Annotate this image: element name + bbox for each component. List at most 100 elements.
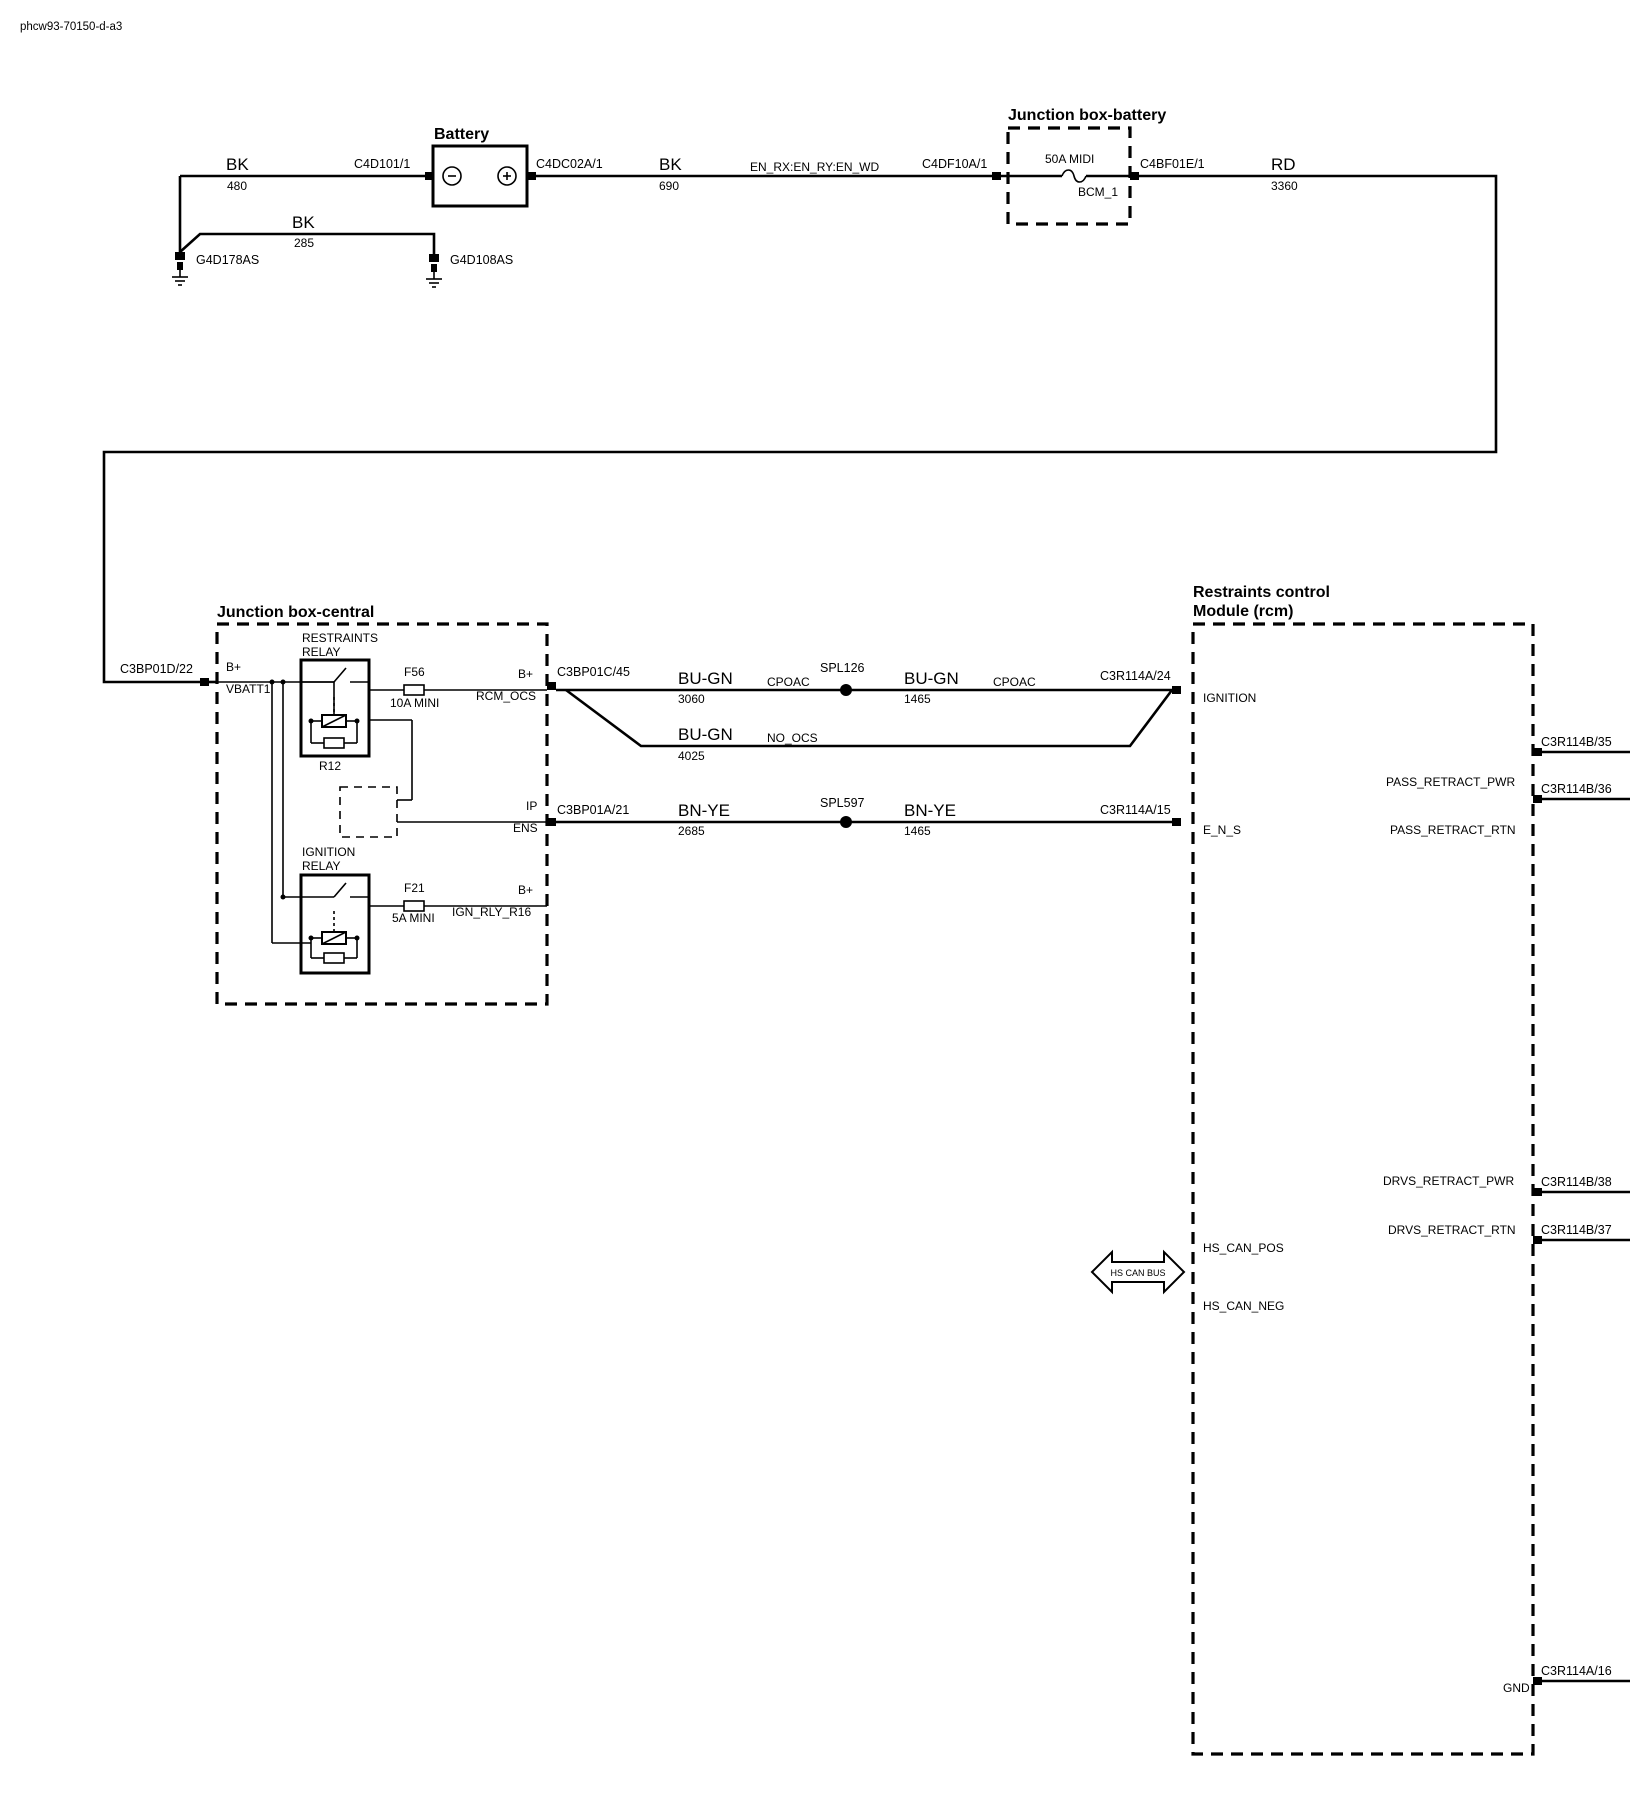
ground-symbol-icon	[426, 254, 442, 288]
wire-4025-note: NO_OCS	[767, 731, 818, 745]
relay-switch-contact-icon	[333, 667, 347, 683]
fuse-f56-rating: 10A MINI	[390, 696, 439, 710]
hs-can-bus-label: HS CAN BUS	[1110, 1268, 1165, 1278]
connector-c4dc02a: C4DC02A/1	[536, 157, 603, 171]
hs-can-bus-arrow-icon: HS CAN BUS	[1090, 1249, 1186, 1295]
wire-4025-number: 4025	[678, 749, 705, 763]
wire-690-color: BK	[659, 155, 682, 174]
connector-pin-icon	[992, 172, 1001, 180]
connector-pin-icon	[1172, 818, 1181, 826]
wire-3360-color: RD	[1271, 155, 1296, 174]
fuse-f21-icon	[403, 900, 425, 912]
fuse-bcm-1-label: BCM_1	[1078, 185, 1118, 199]
connector-pin-icon	[1533, 1188, 1542, 1196]
connector-c4df10a: C4DF10A/1	[922, 157, 987, 171]
connector-c3r114b-35: C3R114B/35	[1541, 735, 1612, 749]
connector-pin-icon	[1130, 172, 1139, 180]
pin-hs-can-neg: HS_CAN_NEG	[1203, 1299, 1284, 1313]
pin-ignition: IGNITION	[1203, 691, 1256, 705]
pin-pass-retract-pwr: PASS_RETRACT_PWR	[1386, 775, 1515, 789]
connector-c3r114a-24: C3R114A/24	[1100, 669, 1171, 683]
wire-2685-color: BN-YE	[678, 801, 730, 820]
restraints-relay-label-2: RELAY	[302, 645, 340, 659]
connector-pin-icon	[200, 678, 209, 686]
document-id: phcw93-70150-d-a3	[20, 21, 122, 33]
pin-pass-retract-rtn: PASS_RETRACT_RTN	[1390, 823, 1516, 837]
fuse-50a-midi-label: 50A MIDI	[1045, 152, 1094, 166]
pin-drvs-retract-pwr: DRVS_RETRACT_PWR	[1383, 1174, 1514, 1188]
connector-c3r114a-15: C3R114A/15	[1100, 803, 1171, 817]
connector-pin-icon	[1533, 795, 1542, 803]
junction-box-battery-title: Junction box-battery	[1008, 107, 1166, 124]
ignition-relay-label-2: RELAY	[302, 859, 340, 873]
connector-pin-icon	[1533, 1677, 1542, 1685]
splice-spl597-label: SPL597	[820, 796, 865, 810]
rcm-title-line2: Module (rcm)	[1193, 603, 1293, 620]
battery-ground-circuit: BK 480 BK 285 G4D178AS G4D108AS	[172, 155, 513, 288]
pin-hs-can-pos: HS_CAN_POS	[1203, 1241, 1284, 1255]
wire-3060-number: 3060	[678, 692, 705, 706]
restraints-control-module: Restraints control Module (rcm) IGNITION…	[1191, 584, 1630, 1756]
wire-285-number: 285	[294, 236, 314, 250]
connector-c3bp01a: C3BP01A/21	[557, 803, 629, 817]
connector-c4bf01e: C4BF01E/1	[1140, 157, 1205, 171]
pin-b-plus-ign: B+	[518, 883, 533, 897]
pin-b-plus-rcm: B+	[518, 667, 533, 681]
splice-spl126	[840, 684, 852, 696]
restraints-relay: RESTRAINTS RELAY R12	[299, 631, 378, 773]
relay-resistor-icon	[323, 952, 345, 964]
connector-c4d101: C4D101/1	[354, 157, 410, 171]
connector-pin-icon	[1533, 748, 1542, 756]
wire-cpoac-circuit: C3BP01C/45 SPL126 BU-GN 3060 CPOAC BU-GN…	[547, 661, 1181, 763]
fuse-50a-midi-icon	[1061, 169, 1087, 183]
wire-285-color: BK	[292, 213, 315, 232]
wire-3360: RD 3360	[102, 155, 1498, 684]
wire-4025-color: BU-GN	[678, 725, 733, 744]
wire-ens-circuit: C3BP01A/21 SPL597 BN-YE 2685 BN-YE 1465 …	[547, 796, 1181, 838]
pin-drvs-retract-rtn: DRVS_RETRACT_RTN	[1388, 1223, 1516, 1237]
wire-690-number: 690	[659, 179, 679, 193]
relay-switch-contact-icon	[333, 882, 347, 898]
relay-resistor-icon	[323, 737, 345, 749]
rcm-title-line1: Restraints control	[1193, 584, 1330, 601]
pin-rcm-ocs: RCM_OCS	[476, 689, 536, 703]
splice-spl126-label: SPL126	[820, 661, 865, 675]
connector-pin-icon	[425, 172, 434, 180]
wire-480-number: 480	[227, 179, 247, 193]
ignition-relay: IGNITION RELAY	[272, 845, 371, 975]
connector-c3bp01d: C3BP01D/22	[120, 662, 193, 676]
connector-pin-icon	[1533, 1236, 1542, 1244]
battery-title: Battery	[434, 126, 489, 143]
junction-box-battery: Junction box-battery 50A MIDI BCM_1	[992, 107, 1166, 226]
wire-3060-note: CPOAC	[767, 675, 810, 689]
pin-ens: ENS	[513, 821, 538, 835]
ignition-sense-block	[339, 786, 398, 838]
pin-b-plus-vbatt: B+	[226, 660, 241, 674]
wire-690: BK 690 EN_RX:EN_RY:EN_WD	[536, 155, 992, 193]
pin-gnd: GND	[1503, 1681, 1530, 1695]
wire-3060-color: BU-GN	[678, 669, 733, 688]
connector-c3r114b-36: C3R114B/36	[1541, 782, 1612, 796]
fuse-f56-icon	[403, 684, 425, 696]
splice-spl597	[840, 816, 852, 828]
wire-3360-number: 3360	[1271, 179, 1298, 193]
connector-pin-icon	[1172, 686, 1181, 694]
wire-1465a-color: BU-GN	[904, 669, 959, 688]
fuse-f21-label: F21	[404, 881, 425, 895]
junction-box-central: Junction box-central C3BP01D/22 B+ VBATT…	[120, 604, 549, 1006]
connector-pin-icon	[527, 172, 536, 180]
pin-ign-rly-r16: IGN_RLY_R16	[452, 905, 531, 919]
ground-symbol-icon	[172, 252, 188, 286]
fuse-f56-label: F56	[404, 665, 425, 679]
pin-vbatt1: VBATT1	[226, 682, 271, 696]
wire-690-note: EN_RX:EN_RY:EN_WD	[750, 160, 879, 174]
connector-c3r114b-37: C3R114B/37	[1541, 1223, 1612, 1237]
connector-c3r114a-16: C3R114A/16	[1541, 1664, 1612, 1678]
wire-480-color: BK	[226, 155, 249, 174]
connector-pin-icon	[547, 818, 556, 826]
wire-1465b-color: BN-YE	[904, 801, 956, 820]
wire-1465b-number: 1465	[904, 824, 931, 838]
relay-r12-label: R12	[319, 759, 341, 773]
wire-1465a-note: CPOAC	[993, 675, 1036, 689]
